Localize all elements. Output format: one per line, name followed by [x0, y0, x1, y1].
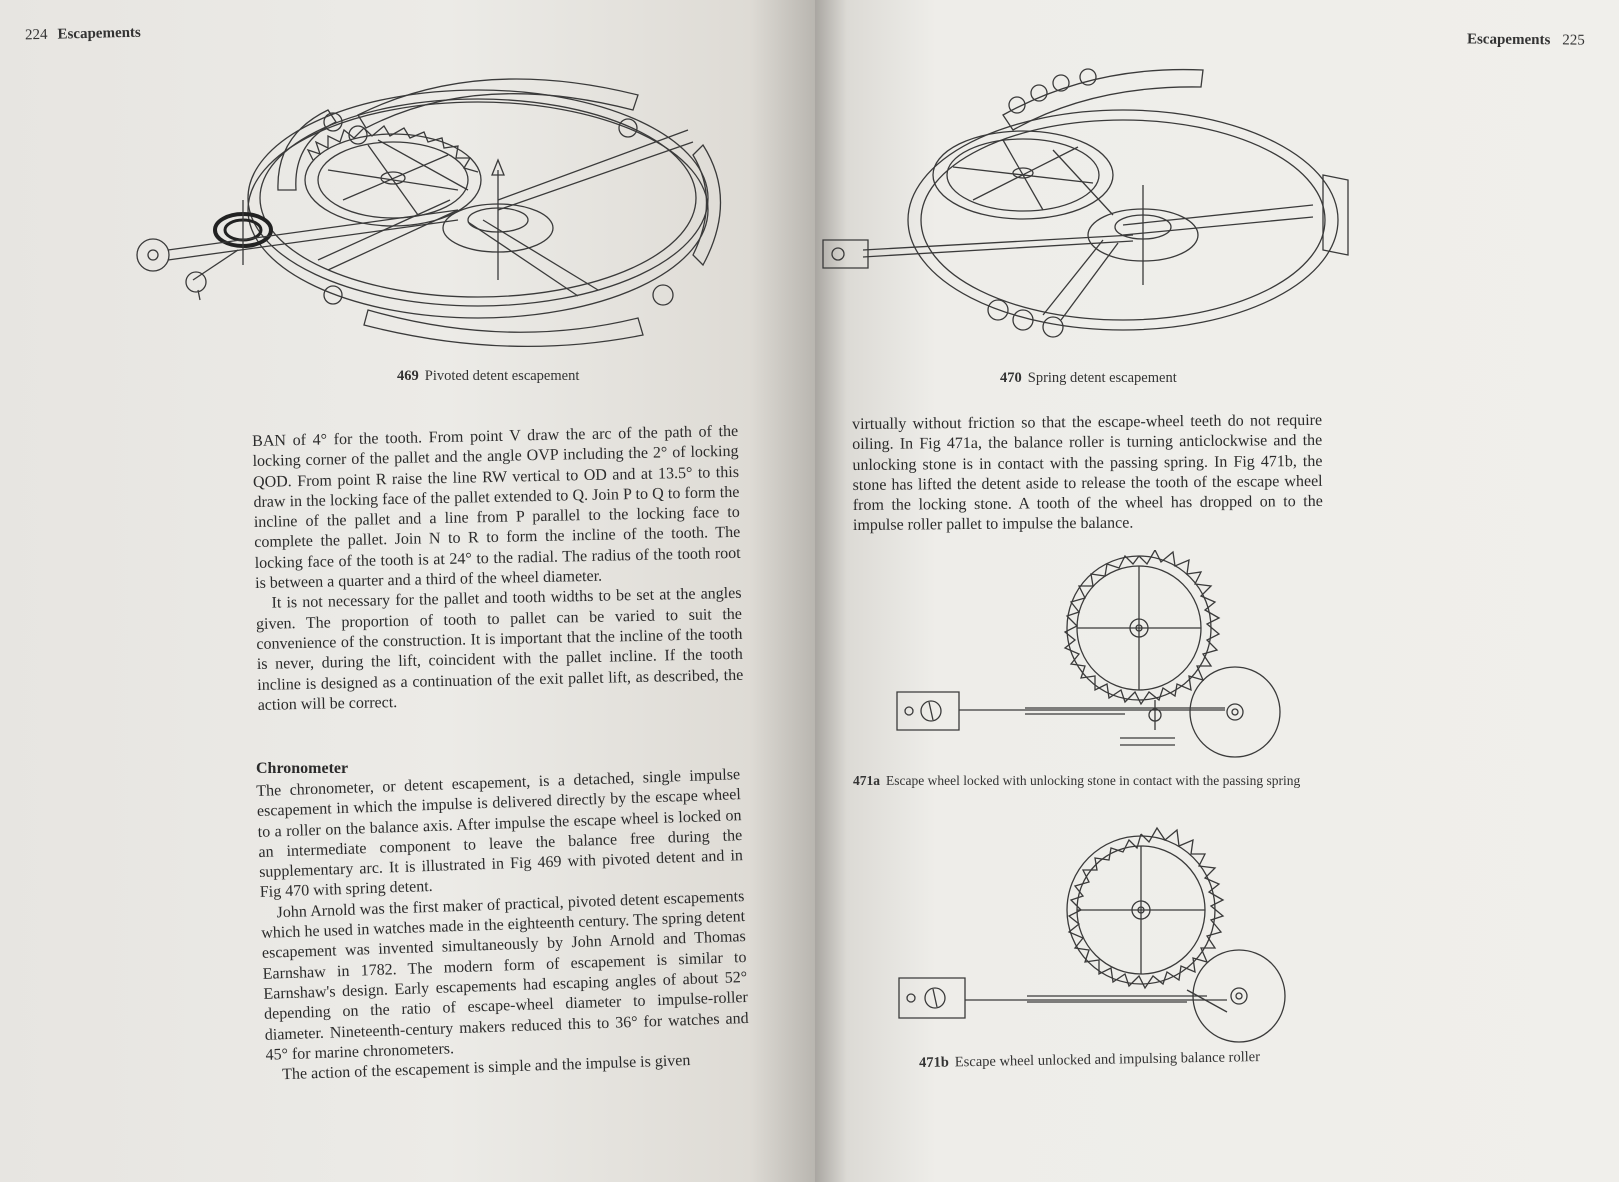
paragraph: The chronometer, or detent escapement, i… — [256, 766, 744, 902]
figure-470-caption: 470 Spring detent escapement — [1000, 370, 1177, 387]
paragraph: virtually without friction so that the e… — [852, 411, 1323, 535]
left-running-title: Escapements — [57, 24, 141, 43]
figure-470-caption-text: Spring detent escapement — [1027, 370, 1177, 386]
paragraph: BAN of 4° for the tooth. From point V dr… — [252, 422, 741, 593]
figure-471a-caption-text: Escape wheel locked with unlocking stone… — [886, 773, 1301, 788]
right-running-title: Escapements — [1467, 31, 1551, 49]
left-page: 224 Escapements — [0, 0, 815, 1182]
right-running-head: Escapements 225 — [1467, 31, 1585, 49]
figure-471b-number: 471b — [918, 1054, 949, 1071]
section-heading: Chronometer — [256, 760, 349, 777]
left-body-text: BAN of 4° for the tooth. From point V dr… — [252, 422, 744, 716]
right-page-number: 225 — [1562, 32, 1586, 49]
left-running-head: 224 Escapements — [25, 25, 141, 45]
chronometer-section-text: The chronometer, or detent escapement, i… — [256, 765, 750, 1086]
figure-469-caption-text: Pivoted detent escapement — [424, 368, 580, 384]
figure-470-illustration — [803, 55, 1353, 355]
figure-470-number: 470 — [1000, 370, 1022, 386]
left-page-number: 224 — [24, 26, 48, 44]
right-page: Escapements 225 — [815, 0, 1619, 1182]
figure-469-caption: 469 Pivoted detent escapement — [397, 368, 579, 385]
figure-471b-caption: 471b Escape wheel unlocked and impulsing … — [919, 1049, 1260, 1072]
paragraph: John Arnold was the first maker of pract… — [260, 887, 749, 1064]
figure-471a-caption: 471a Escape wheel locked with unlocking s… — [853, 773, 1300, 789]
right-body-text: virtually without friction so that the e… — [852, 411, 1323, 537]
figure-471a-number: 471a — [853, 773, 880, 788]
paragraph: It is not necessary for the pallet and t… — [255, 585, 744, 714]
figure-471b-caption-text: Escape wheel unlocked and impulsing bala… — [954, 1049, 1261, 1071]
figure-471a-illustration — [885, 550, 1305, 770]
figure-471b-illustration — [887, 820, 1307, 1050]
figure-469-illustration — [128, 50, 748, 350]
figure-469-number: 469 — [397, 368, 419, 384]
